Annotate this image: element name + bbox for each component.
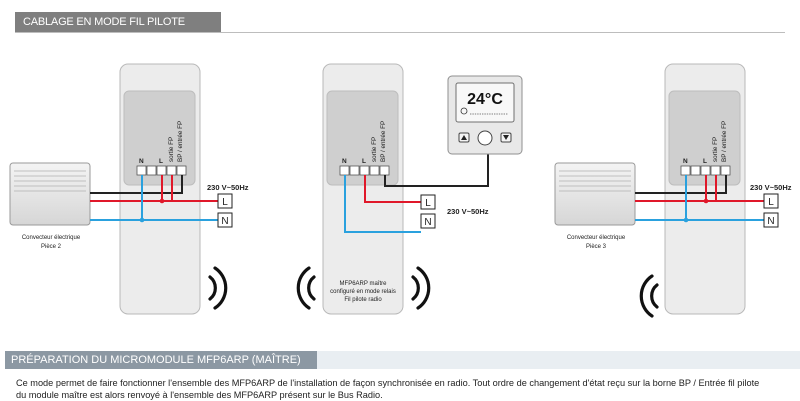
left-wires [90,175,218,221]
right-terminal-sortie-label: sortie FP [712,137,719,162]
middle-supply-label: 230 V~50Hz [447,207,489,216]
right-n-box [763,212,779,228]
left-module [123,90,196,186]
left-terminal-l-label: L [159,158,163,165]
thermostat-temperature: 24°C [467,91,503,108]
middle-module [326,90,399,186]
middle-l-box [420,194,436,210]
right-terminal-n-label: N [683,158,688,165]
left-n-label: N [221,216,228,227]
middle-radio-waves-left [296,266,316,310]
section-title-preparation: PRÉPARATION DU MICROMODULE MFP6ARP (MAÎT… [5,351,317,369]
left-terminal-bp-label: BP / entrée FP [177,121,184,162]
middle-wiring-group: N L sortie FP BP / entrée FP L N 230 V~5… [296,63,489,315]
down-arrow-icon [461,135,467,140]
right-terminals [680,165,731,176]
middle-radio-waves-right [411,266,431,310]
right-module [668,90,741,186]
right-supply-label: 230 V~50Hz [750,183,792,192]
right-wires [635,175,764,221]
clock-icon [460,107,468,115]
description-line-2: du module maître est alors renvoyé à l'e… [16,390,383,400]
header-divider [15,32,785,33]
left-convector-caption-2: Pièce 2 [41,244,62,250]
left-l-box [217,193,233,209]
up-arrow-icon [503,135,509,140]
right-terminal-l-label: L [703,158,707,165]
thermostat: 24°C [447,75,523,155]
right-l-box [763,193,779,209]
right-convector [554,162,636,226]
left-radio-waves [208,266,228,310]
middle-l-label: L [425,198,431,209]
middle-terminal-sortie-label: sortie FP [371,137,378,162]
middle-n-box [420,213,436,229]
thermostat-screen [455,82,515,123]
description-line-1: Ce mode permet de faire fonctionner l'en… [16,378,760,388]
left-convector-caption-1: Convecteur électrique [22,235,81,241]
right-l-label: L [768,197,774,208]
master-caption-1: MFP6ARP maître [340,281,388,287]
middle-terminal-bp-label: BP / entrée FP [380,121,387,162]
left-wiring-group: N L sortie FP BP / entrée FP Convecteur … [9,63,249,315]
right-terminal-bp-label: BP / entrée FP [721,121,728,162]
right-convector-caption-1: Convecteur électrique [567,235,626,241]
middle-wires [344,154,489,233]
right-n-label: N [767,216,774,227]
left-terminal-n-label: N [139,158,144,165]
section-title-cablage: CABLAGE EN MODE FIL PILOTE RADIO [15,12,221,48]
master-caption-2: configuré en mode relais [330,289,396,295]
right-radio-waves [639,274,659,318]
middle-terminals [339,165,390,176]
right-wiring-group: N L sortie FP BP / entrée FP Convecteur … [554,63,792,318]
left-convector [9,162,91,226]
section-description: Ce mode permet de faire fonctionner l'en… [16,377,786,401]
middle-terminal-l-label: L [362,158,366,165]
master-caption-3: Fil pilote radio [344,297,382,303]
left-terminal-sortie-label: sortie FP [168,137,175,162]
middle-terminal-n-label: N [342,158,347,165]
right-convector-caption-2: Pièce 3 [586,244,607,250]
left-l-label: L [222,197,228,208]
left-n-box [217,212,233,228]
middle-n-label: N [424,217,431,228]
left-terminals [136,165,187,176]
thermostat-dial [477,130,493,146]
left-supply-label: 230 V~50Hz [207,183,249,192]
